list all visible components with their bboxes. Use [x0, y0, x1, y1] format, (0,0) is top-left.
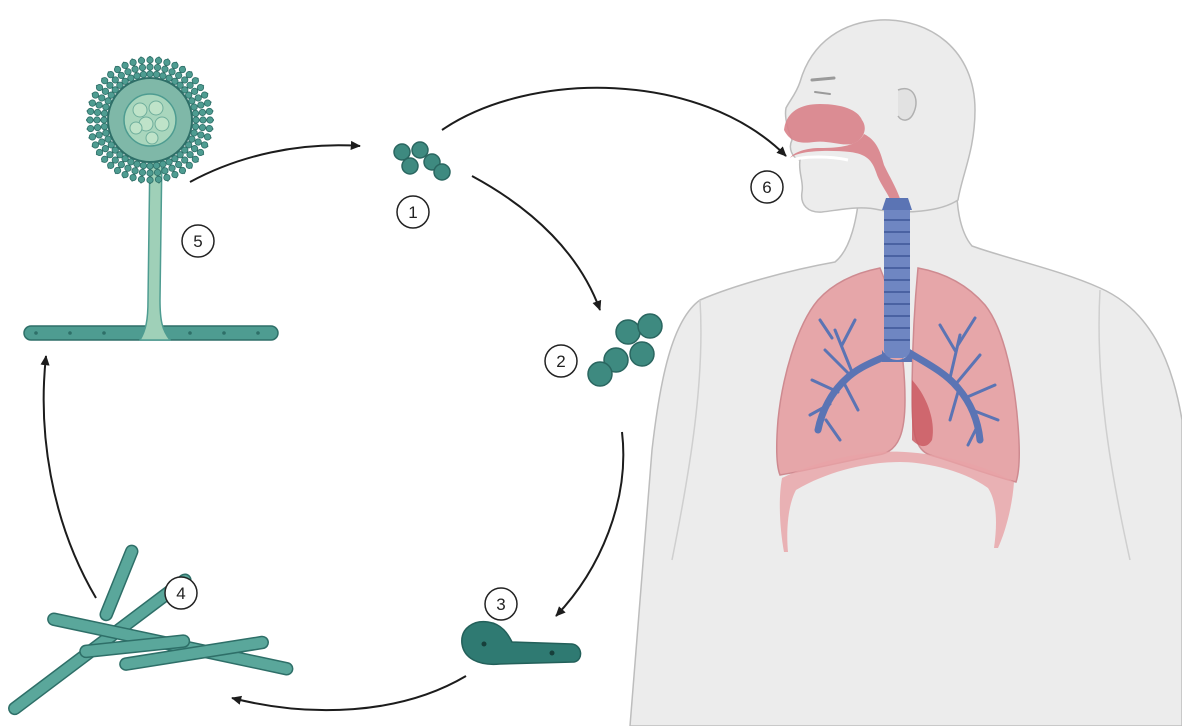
step-number-1: 1: [408, 203, 417, 222]
hyphae-icon: [6, 544, 293, 717]
step-number-2: 2: [556, 352, 565, 371]
step-marker-2: 2: [545, 345, 577, 377]
step-marker-6: 6: [751, 171, 783, 203]
swollen-conidia-icon: [588, 314, 662, 386]
arrow-1-to-6: [442, 88, 786, 156]
trachea: [882, 198, 912, 362]
conidia-icon: [394, 142, 450, 180]
arrow-3-to-4: [232, 676, 466, 710]
arrow-4-to-5: [44, 356, 96, 598]
step-number-3: 3: [496, 595, 505, 614]
arrow-2-to-3: [556, 432, 623, 616]
step-marker-1: 1: [397, 196, 429, 228]
arrow-1-to-2: [472, 176, 600, 310]
human-respiratory-icon: [630, 20, 1182, 726]
step-marker-4: 4: [165, 577, 197, 609]
step-marker-3: 3: [485, 588, 517, 620]
step-marker-5: 5: [182, 225, 214, 257]
step-number-4: 4: [176, 584, 185, 603]
step-number-5: 5: [193, 232, 202, 251]
germ-tube-icon: [462, 622, 581, 665]
conidiophore-icon: [24, 56, 278, 340]
arrow-5-to-1: [190, 145, 360, 182]
step-number-6: 6: [762, 178, 771, 197]
